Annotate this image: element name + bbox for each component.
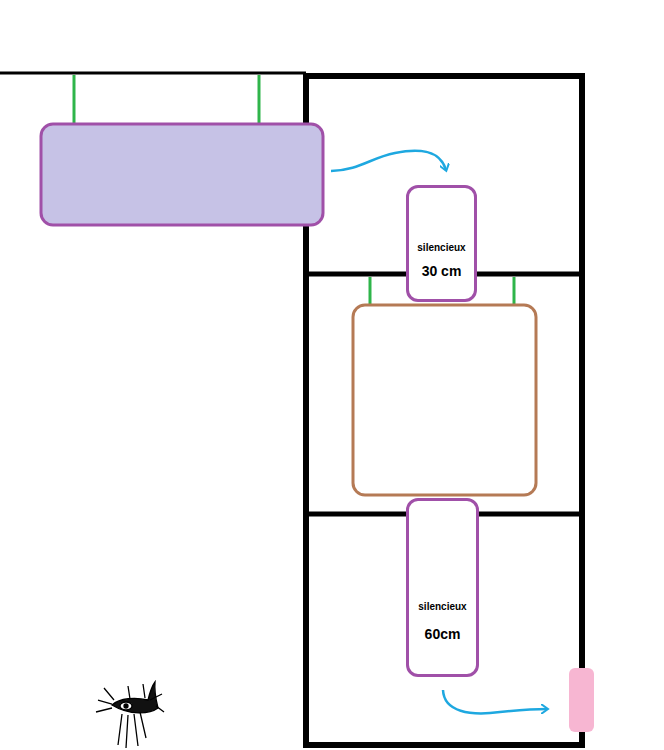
silencer-box: silencieux 30 cm [406, 185, 477, 302]
cat-sketch [96, 682, 164, 748]
silencer-box: silencieux 60cm [406, 498, 479, 677]
component-label: silencieux [409, 601, 476, 613]
hanger [513, 277, 516, 305]
unit-box [41, 124, 323, 225]
component-label: silencieux [409, 242, 474, 254]
ceiling-line [0, 72, 306, 75]
flow-arrow [443, 690, 547, 713]
flow-arrow [331, 151, 446, 171]
outlet [569, 668, 594, 732]
hanger [369, 277, 372, 305]
hanger [73, 75, 76, 124]
center-box [353, 305, 536, 495]
dimension-label: 30 cm [409, 263, 474, 280]
dimension-label: 60cm [409, 626, 476, 643]
hanger [258, 75, 261, 124]
frame [306, 76, 582, 745]
